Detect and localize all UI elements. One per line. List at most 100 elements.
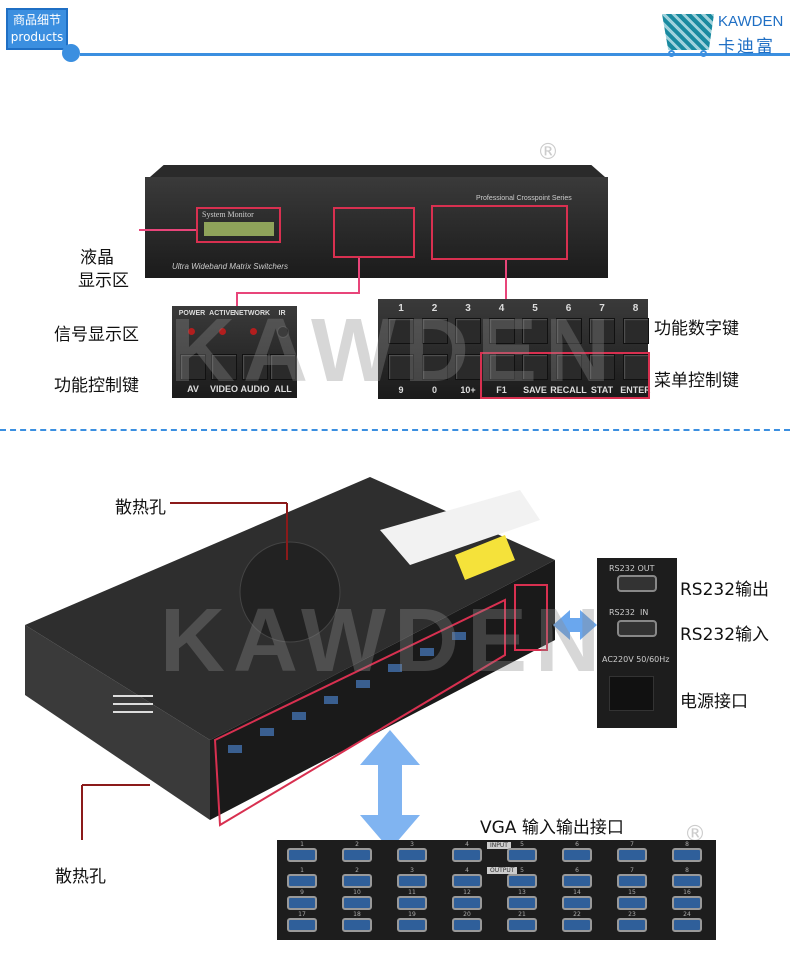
vga-output-port (507, 874, 537, 888)
double-arrow-vertical-icon (360, 730, 420, 840)
vga-output-port (672, 896, 702, 910)
function-key-label: 0 (431, 385, 437, 395)
keypad-highlight (431, 205, 568, 260)
output-port-number: 19 (408, 911, 416, 918)
number-key-label: 7 (599, 303, 605, 314)
vga-output-port (287, 896, 317, 910)
number-key-label: 1 (398, 303, 404, 314)
section-title-cn: 商品细节 (12, 13, 61, 27)
input-label: INPUT (487, 842, 511, 849)
vga-output-port (342, 896, 372, 910)
rs232-out-port (617, 575, 657, 592)
callout-line (236, 292, 238, 306)
number-key[interactable] (421, 318, 448, 344)
power-led (188, 328, 195, 335)
function-key[interactable] (555, 354, 582, 380)
input-port-number: 1 (300, 841, 304, 848)
model-text: Ultra Wideband Matrix Switchers (172, 262, 288, 271)
output-port-number: 10 (353, 889, 361, 896)
vga-output-port (672, 918, 702, 932)
number-key[interactable] (455, 318, 481, 344)
function-key[interactable] (388, 354, 414, 380)
av-key[interactable] (180, 354, 206, 380)
vga-output-port (617, 918, 647, 932)
output-port-number: 24 (683, 911, 691, 918)
all-label: ALL (274, 384, 292, 394)
all-key[interactable] (270, 354, 296, 380)
ac-label: AC220V 50/60Hz (602, 655, 670, 664)
number-key-label: 5 (532, 303, 538, 314)
callout-power: 电源接口 (680, 692, 748, 712)
vga-input-port (617, 848, 647, 862)
ir-sensor (277, 326, 289, 338)
number-key-label: 6 (565, 303, 572, 314)
function-key-label: 10+ (460, 385, 476, 395)
vga-output-port (287, 874, 317, 888)
vga-output-port (507, 918, 537, 932)
input-port-number: 6 (575, 841, 579, 848)
vga-input-port (287, 848, 317, 862)
rs232-highlight (514, 584, 548, 651)
audio-label: AUDIO (240, 384, 270, 394)
indicator-highlight (333, 207, 415, 258)
callout-function-control: 功能控制键 (54, 376, 139, 396)
lcd-highlight (196, 207, 281, 243)
number-key[interactable] (388, 318, 414, 344)
output-port-number: 9 (300, 889, 304, 896)
menu-keys-highlight (480, 352, 650, 399)
vga-input-port (342, 848, 372, 862)
callout-rs232-in: RS232输入 (680, 625, 770, 645)
output-port-number: 8 (685, 867, 689, 874)
function-key-label: F1 (496, 385, 507, 395)
function-key[interactable] (589, 354, 615, 380)
cart-wheel-icon (668, 50, 675, 57)
active-led (219, 328, 226, 335)
function-key[interactable] (455, 354, 481, 380)
output-port-number: 2 (355, 867, 359, 874)
indicator-network: NETWORK (233, 310, 271, 317)
output-port-number: 17 (298, 911, 306, 918)
input-port-number: 5 (520, 841, 524, 848)
output-port-number: 16 (683, 889, 691, 896)
audio-key[interactable] (242, 354, 268, 380)
callout-menu-keys: 菜单控制键 (654, 371, 739, 391)
vga-input-port (452, 848, 482, 862)
section-badge: 商品细节 products (6, 8, 68, 50)
indicator-panel: POWER ACTIVE NETWORK IR AV VIDEO AUDIO A… (172, 306, 297, 398)
vga-ports-highlight (213, 598, 506, 827)
callout-line (505, 260, 507, 299)
vga-output-port (562, 896, 592, 910)
cart-wheel-icon (700, 50, 707, 57)
indicator-power: POWER (178, 310, 206, 317)
indicator-active: ACTIVE (209, 310, 235, 317)
number-key-label: 3 (465, 303, 471, 314)
vga-output-port (287, 918, 317, 932)
function-key[interactable] (421, 354, 448, 380)
callout-vga: VGA 输入输出接口 (480, 818, 624, 838)
number-key[interactable] (622, 318, 649, 344)
rs232-in-label: RS232 IN (609, 608, 649, 617)
number-key[interactable] (555, 318, 582, 344)
number-key[interactable] (589, 318, 615, 344)
function-key[interactable] (488, 354, 515, 380)
number-key[interactable] (488, 318, 515, 344)
video-key[interactable] (211, 354, 237, 380)
brand-name-en: KAWDEN (718, 13, 784, 30)
number-key[interactable] (522, 318, 548, 344)
output-port-number: 6 (575, 867, 579, 874)
mouse-icon (62, 44, 80, 62)
av-label: AV (187, 384, 199, 394)
network-led (250, 328, 257, 335)
vga-output-port (452, 874, 482, 888)
function-key[interactable] (522, 354, 548, 380)
rear-device-illustration (25, 477, 597, 840)
callout-signal: 信号显示区 (54, 325, 139, 345)
header-divider (80, 53, 790, 56)
input-port-number: 3 (410, 841, 414, 848)
warning-sticker (455, 535, 515, 580)
function-key-label: RECALL (550, 385, 587, 395)
vga-output-port (672, 874, 702, 888)
callout-number-keys: 功能数字键 (654, 319, 739, 339)
